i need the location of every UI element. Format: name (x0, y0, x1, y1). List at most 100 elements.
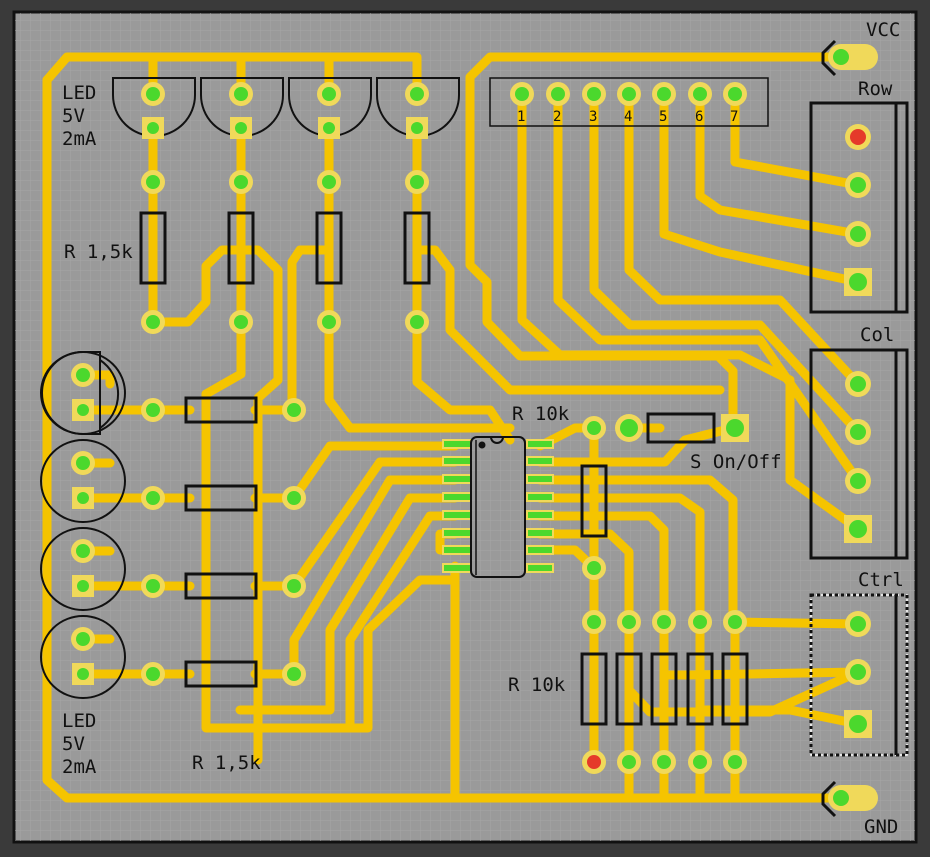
resistor-body-icon (227, 211, 255, 285)
pad-core (587, 755, 601, 769)
resistor-body-icon (580, 464, 608, 538)
resistor-mid-label: R 10k (512, 403, 570, 425)
led-bottom-label-1: LED (62, 710, 96, 732)
pad-core (693, 615, 707, 629)
pad-core (410, 175, 424, 189)
pad-core (850, 424, 866, 440)
header-pin-label: 3 (589, 109, 597, 125)
pad-core (833, 49, 849, 65)
pad-core (234, 315, 248, 329)
pad-core (728, 87, 742, 101)
resistor-bottom-label: R 1,5k (192, 752, 261, 774)
pad-core (622, 615, 636, 629)
pad-core (850, 616, 866, 632)
pad-core (728, 615, 742, 629)
pad-core (833, 790, 849, 806)
pad-core (726, 419, 744, 437)
pad-core (77, 580, 89, 592)
pad-core (77, 404, 89, 416)
pad-core (849, 715, 867, 733)
vcc-label: VCC (866, 19, 900, 41)
pad-core (146, 491, 160, 505)
led-top-label-3: 2mA (62, 128, 97, 150)
resistor-body-icon (315, 211, 343, 285)
pad-core (77, 492, 89, 504)
resistor-body-icon (615, 652, 643, 726)
pad-core (587, 561, 601, 575)
row-label: Row (858, 78, 893, 100)
pad-core (587, 87, 601, 101)
pad-core (410, 87, 424, 101)
pad-core (322, 315, 336, 329)
header-pin-label: 2 (553, 109, 561, 125)
led-top-label-2: 5V (62, 105, 85, 127)
pad-core (146, 87, 160, 101)
pad-core (146, 579, 160, 593)
resistor-top-label: R 1,5k (64, 241, 133, 263)
pad-core (146, 403, 160, 417)
pad-core (693, 755, 707, 769)
pad-core (620, 419, 638, 437)
pad-core (657, 755, 671, 769)
switch-label: S On/Off (690, 451, 782, 473)
pad-core (76, 544, 90, 558)
pad-core (235, 122, 247, 134)
ctrl-label: Ctrl (858, 569, 904, 591)
pin-header-icon (809, 348, 909, 560)
resistor-body-icon (184, 484, 258, 512)
led-bottom-label-3: 2mA (62, 756, 97, 778)
resistors (139, 211, 749, 726)
pad-core (76, 368, 90, 382)
resistor-body-icon (139, 211, 167, 285)
pad-core (850, 376, 866, 392)
pad-core (728, 755, 742, 769)
resistor-body-icon (650, 652, 678, 726)
resistor-body-icon (721, 652, 749, 726)
pad-core (515, 87, 529, 101)
resistor-body-icon (686, 652, 714, 726)
resistor-body-icon (184, 396, 258, 424)
pad-core (411, 122, 423, 134)
pin-header-icon (489, 77, 769, 127)
pad-core (850, 473, 866, 489)
pad-core (77, 668, 89, 680)
pad-core (849, 273, 867, 291)
pad-core (850, 129, 866, 145)
header-pin-label: 4 (624, 109, 632, 125)
pad-core (657, 615, 671, 629)
dip-ic (442, 436, 554, 578)
switch-body (646, 412, 716, 444)
gnd-label: GND (864, 816, 898, 838)
pad-core (849, 520, 867, 538)
pad-core (146, 315, 160, 329)
pad-core (693, 87, 707, 101)
col-label: Col (860, 324, 894, 346)
pad-core (850, 177, 866, 193)
resistor-body-icon (184, 572, 258, 600)
led-column-left (40, 351, 126, 699)
pad-core (287, 579, 301, 593)
pin-header-icon (809, 101, 909, 314)
pad-core (287, 667, 301, 681)
dip-ic-icon (470, 436, 526, 578)
pad-core (410, 315, 424, 329)
pad-core (287, 491, 301, 505)
resistor-body-icon (184, 660, 258, 688)
pad-core (76, 632, 90, 646)
pad-core (146, 667, 160, 681)
pad-core (322, 175, 336, 189)
header-pin-label: 5 (659, 109, 667, 125)
solder-pads (71, 44, 878, 811)
resistor-body-icon (403, 211, 431, 285)
pad-core (657, 87, 671, 101)
pad-core (850, 664, 866, 680)
pad-core (850, 226, 866, 242)
pad-core (147, 122, 159, 134)
pad-core (234, 87, 248, 101)
led-top-label-1: LED (62, 82, 96, 104)
header-pin-label: 7 (730, 109, 738, 125)
pad-core (322, 87, 336, 101)
silkscreen-labels: VCC GND Row Col Ctrl LED 5V 2mA LED 5V 2… (62, 19, 904, 838)
pad-core (76, 456, 90, 470)
